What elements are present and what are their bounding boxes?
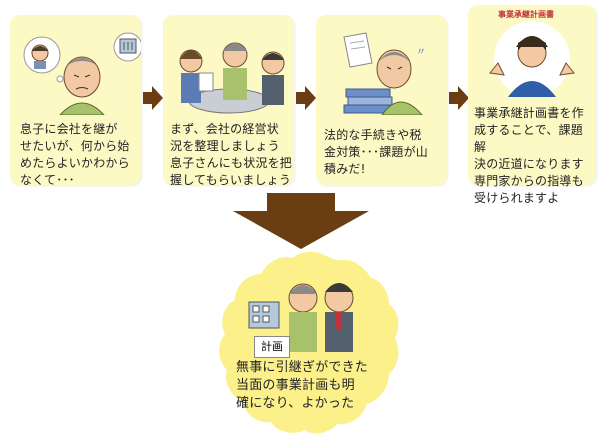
step-card-4: 事業承継計画書 事業承継計画書を作 成することで、課題解 決の近道になります 専… [468,5,596,205]
advisor-illustration [489,21,575,97]
step-arrow-3 [449,86,469,110]
step-arrow-1 [143,86,163,110]
plan-badge: 事業承継計画書 [498,10,554,19]
step-1-text: 息子に会社を継が せたいが、何から始 めたらよいかわから なくて･･･ [20,122,130,187]
step-2-text: まず、会社の経営状 況を整理しましょう 息子さんにも状況を把 握してもらいましょ… [170,122,293,187]
step-card-3: 〃 法的な手続きや税 金対策･･･課題が山 積みだ! [316,15,447,185]
step-arrow-2 [296,86,316,110]
worried-man-illustration [23,32,141,115]
consultation-meeting-illustration [179,42,285,114]
step-3-text: 法的な手続きや税 金対策･･･課題が山 積みだ! [324,128,429,176]
plan-document: 計画 [254,336,290,358]
result-arrow [233,193,369,249]
step-card-2: まず、会社の経営状 況を整理しましょう 息子さんにも状況を把 握してもらいましょ… [163,15,294,187]
step-4-text: 事業承継計画書を作 成することで、課題解 決の近道になります 専門家からの指導も… [474,106,584,205]
handshake-illustration [248,283,354,352]
step-card-1: 息子に会社を継が せたいが、何から始 めたらよいかわから なくて･･･ [10,15,141,187]
paperwork-man-illustration: 〃 [343,32,426,115]
svg-text:〃: 〃 [416,47,426,58]
result-text: 無事に引継ぎができた 当面の事業計画も明 確になり、よかった [236,360,369,411]
